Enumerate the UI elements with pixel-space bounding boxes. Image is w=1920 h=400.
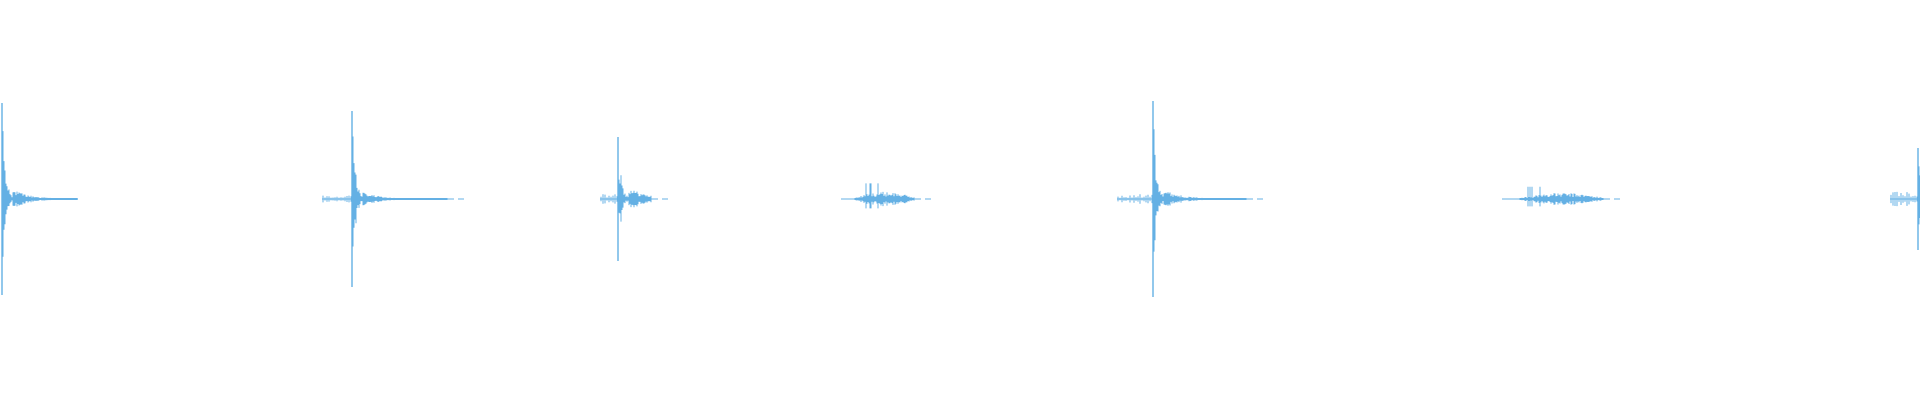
waveform-layer	[1, 101, 1920, 297]
